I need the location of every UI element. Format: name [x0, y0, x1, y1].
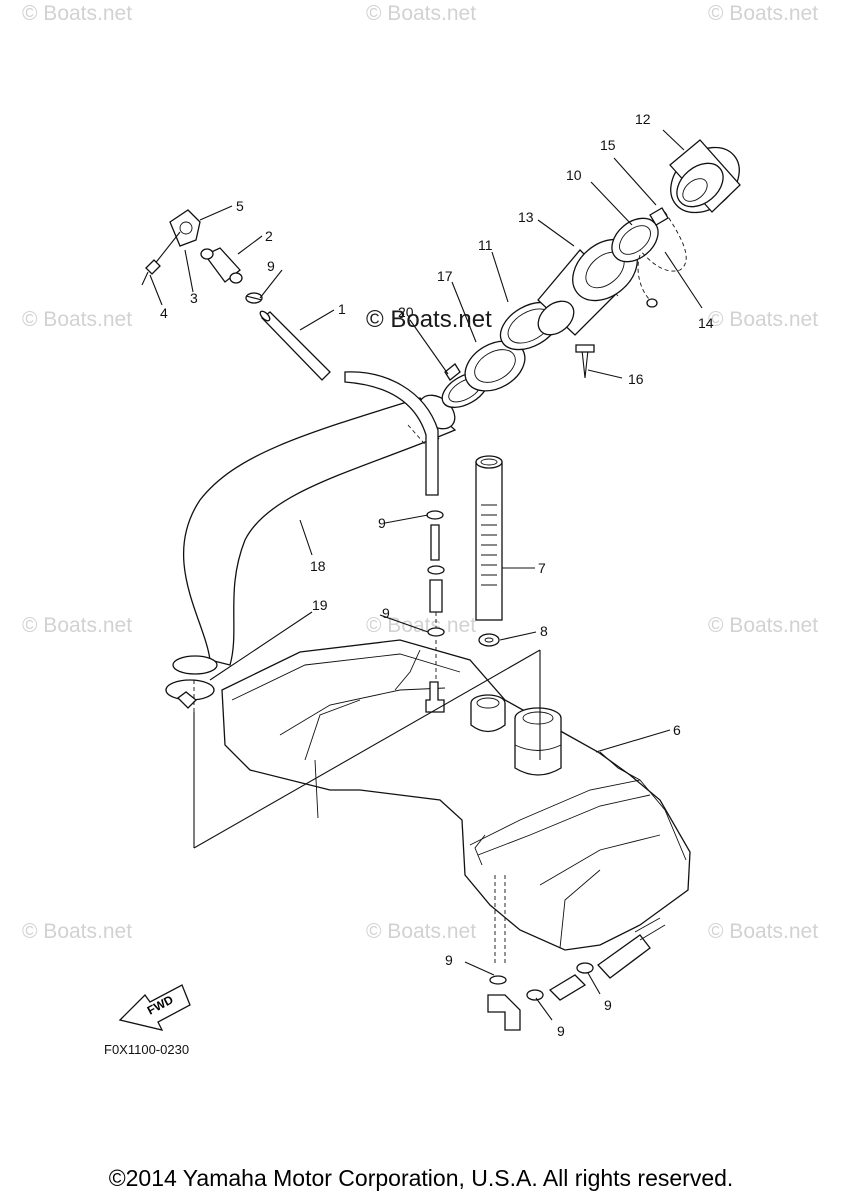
filler-neck-assembly [441, 139, 741, 409]
callout-1: 1 [338, 301, 346, 317]
copyright-notice: ©2014 Yamaha Motor Corporation, U.S.A. A… [108, 1165, 734, 1191]
callout-9-d: 9 [445, 952, 453, 968]
callout-13: 13 [518, 209, 534, 225]
filler-hose [172, 394, 457, 675]
callout-5: 5 [236, 198, 244, 214]
watermark: © Boats.net [22, 614, 133, 637]
guide-lines [193, 649, 541, 849]
watermark: © Boats.net [708, 2, 819, 25]
watermark: © Boats.net [708, 614, 819, 637]
breather-hose-lower [344, 371, 439, 496]
callout-10: 10 [566, 167, 582, 183]
watermark-center: © Boats.net [366, 306, 492, 333]
callout-18: 18 [310, 558, 326, 574]
check-valve-assembly [141, 209, 263, 304]
callout-4: 4 [160, 305, 168, 321]
callout-9-f: 9 [604, 997, 612, 1013]
callout-9-c: 9 [382, 605, 390, 621]
watermark: © Boats.net [22, 308, 133, 331]
fuel-strainer [475, 455, 503, 647]
fuel-tank [221, 639, 691, 965]
callout-14: 14 [698, 315, 714, 331]
watermark: © Boats.net [366, 2, 477, 25]
watermark: © Boats.net [708, 308, 819, 331]
diagram-code: F0X1100-0230 [104, 1042, 190, 1057]
callout-9-b: 9 [378, 515, 386, 531]
callout-7: 7 [538, 560, 546, 576]
callout-20: 20 [398, 304, 414, 320]
callout-15: 15 [600, 137, 616, 153]
callout-9-e: 9 [557, 1023, 565, 1039]
breather-hose [261, 311, 331, 381]
callout-9-a: 9 [267, 258, 275, 274]
callout-6: 6 [673, 722, 681, 738]
callout-19: 19 [312, 597, 328, 613]
callout-3: 3 [190, 290, 198, 306]
callout-8: 8 [540, 623, 548, 639]
callout-12: 12 [635, 111, 651, 127]
callout-16: 16 [628, 371, 644, 387]
drain-fittings [487, 917, 666, 1031]
watermark: © Boats.net [708, 920, 819, 943]
callout-17: 17 [437, 268, 453, 284]
callout-2: 2 [265, 228, 273, 244]
watermark: © Boats.net [22, 2, 133, 25]
leader-lines [149, 129, 703, 1021]
callout-11: 11 [478, 237, 493, 253]
watermark: © Boats.net [366, 920, 477, 943]
watermark: © Boats.net [22, 920, 133, 943]
fwd-arrow: FWD [118, 984, 191, 1031]
